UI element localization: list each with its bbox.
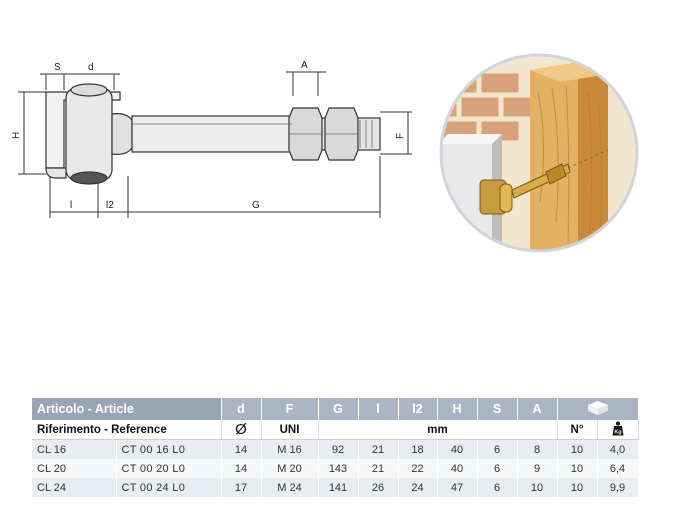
label-h: H (11, 132, 22, 139)
table-cell: CT 00 16 L0 (116, 439, 222, 459)
header-package (557, 398, 639, 420)
table-cell: 14 (221, 439, 262, 459)
header-l: l (358, 398, 399, 420)
box-icon (587, 400, 608, 415)
subheader-mm: mm (318, 420, 558, 440)
table-cell: 92 (318, 439, 359, 459)
table-cell: 26 (358, 478, 399, 497)
header-g: G (318, 398, 359, 420)
table-cell: M 20 (261, 459, 319, 478)
table-cell: 6 (477, 478, 518, 497)
installation-illustration (439, 53, 639, 253)
table-cell: 21 (358, 439, 399, 459)
subheader-diameter: Ø (221, 420, 262, 440)
subheader-weight: Kg (597, 420, 639, 440)
header-a: A (517, 398, 558, 420)
table-cell: 10 (557, 439, 598, 459)
weight-icon: Kg (612, 421, 623, 435)
label-l2: l2 (106, 200, 114, 211)
subheader-uni: UNI (261, 420, 319, 440)
spec-table: Articolo - Article d F G l l2 H S A Rife… (32, 398, 639, 497)
table-cell: 4,0 (597, 439, 639, 459)
table-cell: CT 00 20 L0 (116, 459, 222, 478)
table-cell: 17 (221, 478, 262, 497)
table-cell: 40 (437, 459, 478, 478)
table-cell: 40 (437, 439, 478, 459)
label-d: d (88, 62, 94, 73)
table-cell: 18 (398, 439, 438, 459)
header-article: Articolo - Article (32, 398, 222, 420)
table-cell: 9,9 (597, 478, 639, 497)
table-cell: 6,4 (597, 459, 639, 478)
table-cell: 6 (477, 459, 518, 478)
header-s: S (477, 398, 518, 420)
header-l2: l2 (398, 398, 438, 420)
table-cell: M 24 (261, 478, 319, 497)
label-f: F (395, 133, 406, 139)
label-g: G (252, 200, 260, 211)
table-cell: 47 (437, 478, 478, 497)
header-h: H (437, 398, 478, 420)
table-cell: 6 (477, 439, 518, 459)
technical-drawing: S d A H F l l2 G (11, 60, 412, 218)
table-subheader-row: Riferimento - Reference Ø UNI mm N° Kg (32, 420, 639, 440)
table-cell: 8 (517, 439, 558, 459)
table-cell: 10 (557, 478, 598, 497)
table-cell: CL 16 (32, 439, 117, 459)
label-l: l (70, 200, 72, 211)
label-a: A (301, 60, 308, 71)
table-cell: CL 20 (32, 459, 117, 478)
table-cell: 24 (398, 478, 438, 497)
table-cell: 22 (398, 459, 438, 478)
subheader-reference: Riferimento - Reference (32, 420, 222, 440)
table-cell: CT 00 24 L0 (116, 478, 222, 497)
subheader-n: N° (557, 420, 598, 440)
table-cell: 141 (318, 478, 359, 497)
table-cell: 10 (557, 459, 598, 478)
label-s: S (54, 62, 61, 73)
table-header-row: Articolo - Article d F G l l2 H S A (32, 398, 639, 420)
table-cell: M 16 (261, 439, 319, 459)
table-cell: 9 (517, 459, 558, 478)
table-cell: CL 24 (32, 478, 117, 497)
table-cell: 14 (221, 459, 262, 478)
table-cell: 21 (358, 459, 399, 478)
header-d: d (221, 398, 262, 420)
header-f: F (261, 398, 319, 420)
table-cell: 143 (318, 459, 359, 478)
table-cell: 10 (517, 478, 558, 497)
weight-icon-label: Kg (614, 429, 621, 435)
